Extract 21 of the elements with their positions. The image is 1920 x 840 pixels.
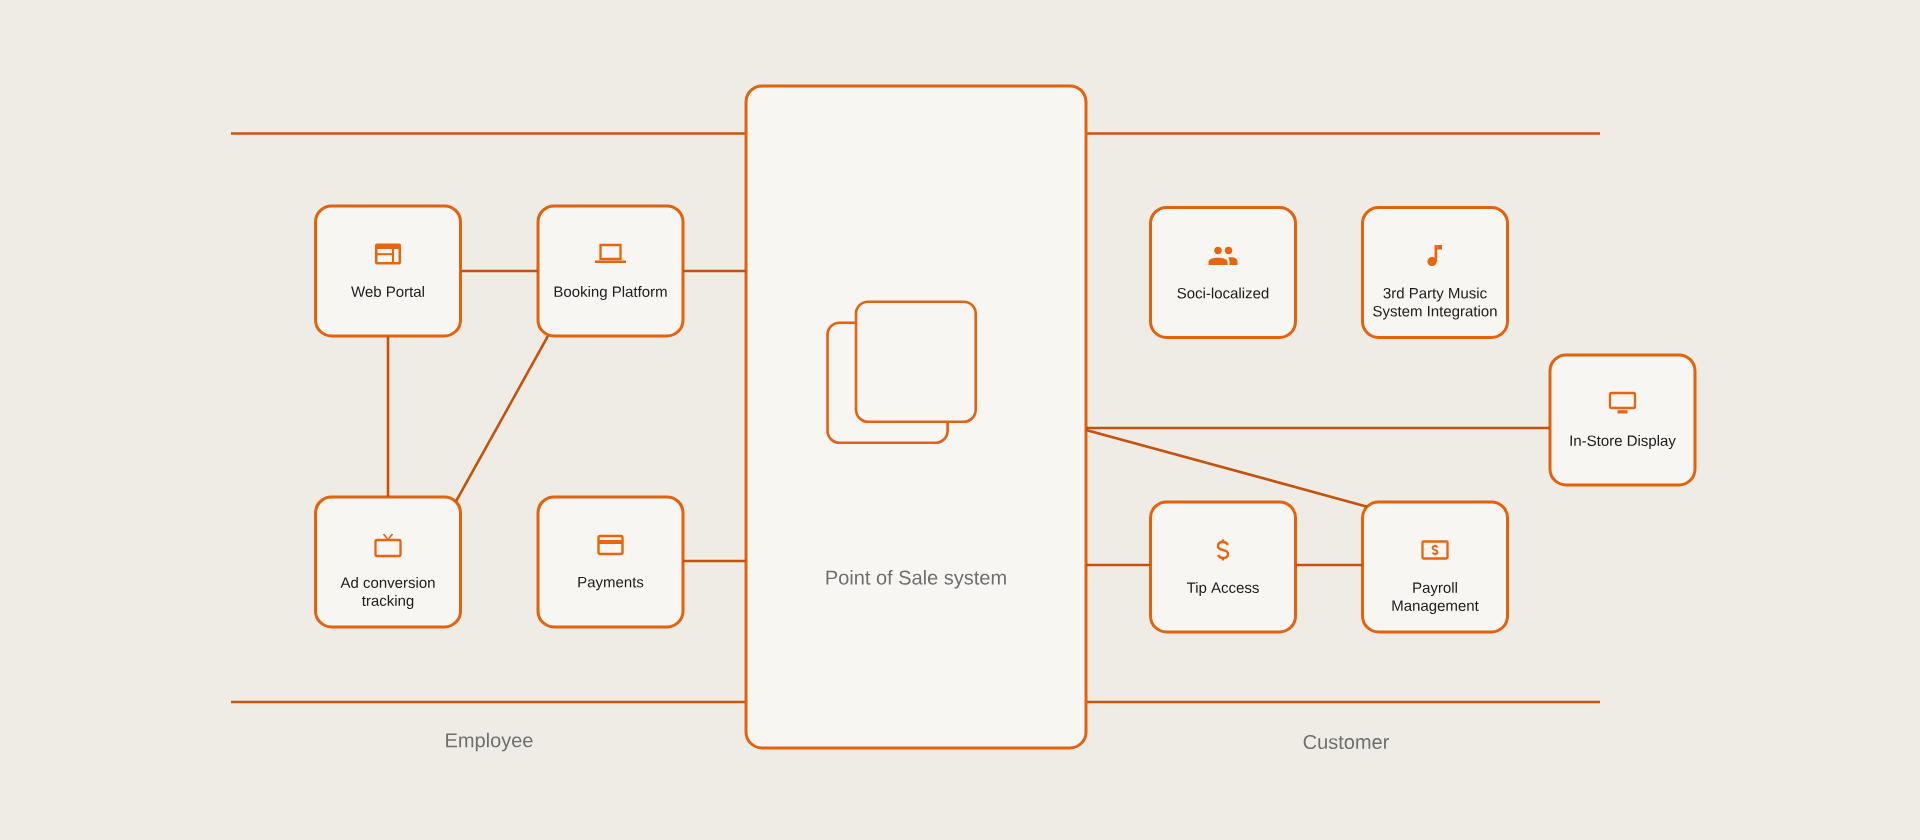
connector-line bbox=[386, 336, 390, 497]
connector-line bbox=[683, 269, 746, 273]
feature-box: In-Store Display bbox=[1548, 353, 1697, 487]
connector-line bbox=[1086, 563, 1151, 567]
connector-line bbox=[683, 559, 746, 563]
system-box: Point of Sale system bbox=[744, 84, 1088, 750]
feature-box: Web Portal bbox=[314, 204, 462, 338]
connector-line bbox=[1086, 426, 1550, 430]
zone-label: Customer bbox=[1303, 734, 1389, 750]
feature-box: Payroll Management bbox=[1361, 500, 1509, 634]
feature-box: Booking Platform bbox=[536, 204, 685, 338]
feature-box: 3rd Party Music System Integration bbox=[1361, 206, 1509, 339]
connector-line bbox=[1085, 428, 1368, 508]
feature-box: Ad conversion tracking bbox=[314, 495, 462, 629]
zone-label: Employee bbox=[446, 732, 533, 752]
connector-line bbox=[1295, 563, 1363, 567]
feature-box: Payments bbox=[536, 495, 685, 629]
connector-line bbox=[460, 269, 538, 273]
feature-box: Soci-localized bbox=[1149, 206, 1297, 339]
feature-box: Tip Access bbox=[1149, 500, 1297, 634]
connector-line bbox=[454, 335, 550, 503]
